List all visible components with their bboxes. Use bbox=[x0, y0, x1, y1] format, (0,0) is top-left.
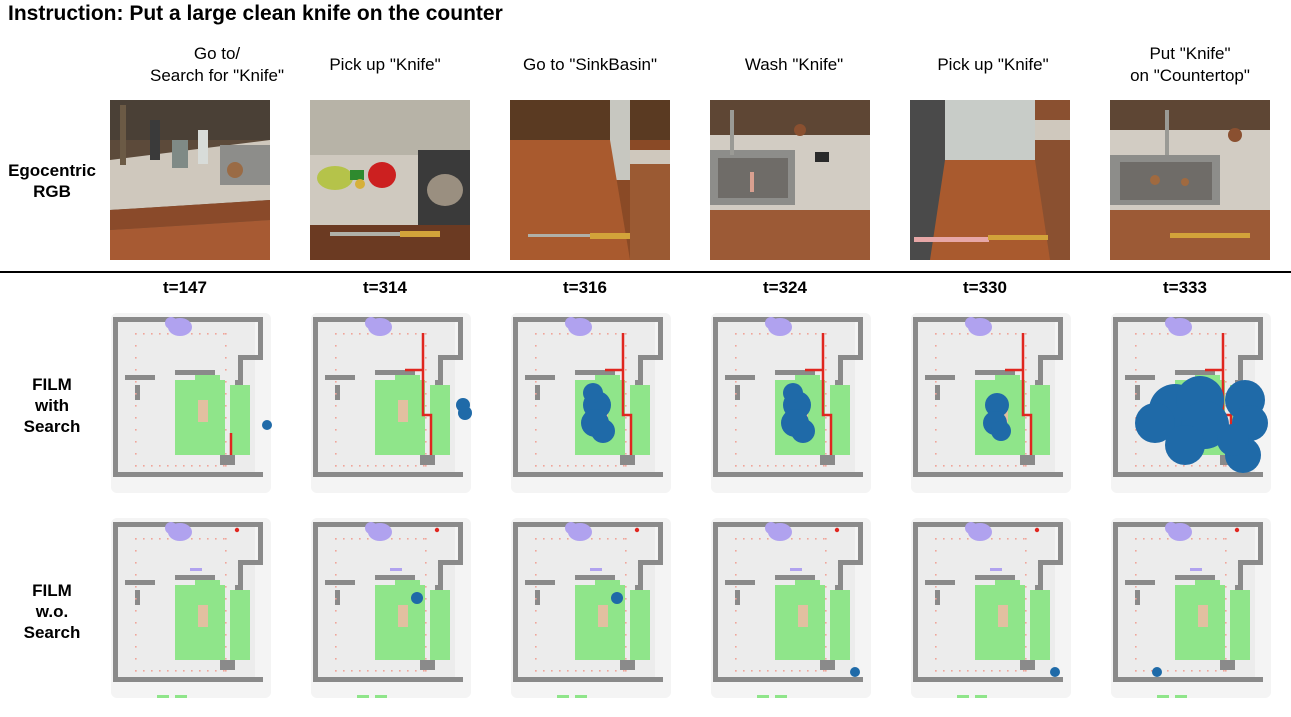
map-with-search-3 bbox=[505, 305, 685, 500]
rgb-frame-5 bbox=[910, 100, 1070, 260]
rgb-frame-4 bbox=[710, 100, 870, 260]
section-divider bbox=[0, 271, 1291, 273]
rgb-frame-1 bbox=[110, 100, 270, 260]
map-with-search-6 bbox=[1105, 305, 1285, 500]
time-label-5: t=330 bbox=[963, 278, 1007, 297]
step-label-1: Go to/Search for "Knife" bbox=[150, 44, 284, 85]
step-label-6: Put "Knife"on "Countertop" bbox=[1130, 44, 1250, 85]
time-label-6: t=333 bbox=[1163, 278, 1207, 297]
time-label-2: t=314 bbox=[363, 278, 407, 297]
rgb-frame-6 bbox=[1110, 100, 1270, 260]
step-label-5: Pick up "Knife" bbox=[937, 55, 1049, 74]
step-label-3: Go to "SinkBasin" bbox=[523, 55, 657, 74]
step-label-4: Wash "Knife" bbox=[744, 55, 844, 74]
map-without-search-1 bbox=[105, 510, 285, 705]
map-without-search-6 bbox=[1105, 510, 1285, 705]
time-label-4: t=324 bbox=[763, 278, 807, 297]
step-label-2: Pick up "Knife" bbox=[329, 55, 441, 74]
map-without-search-4 bbox=[705, 510, 885, 705]
rgb-frame-3 bbox=[510, 100, 670, 260]
map-with-search-2 bbox=[305, 305, 485, 500]
map-without-search-5 bbox=[905, 510, 1085, 705]
map-without-search-2 bbox=[305, 510, 485, 705]
map-with-search-4 bbox=[705, 305, 885, 500]
instruction-title: Instruction: Put a large clean knife on … bbox=[8, 2, 503, 25]
time-label-3: t=316 bbox=[563, 278, 607, 297]
map-with-search-5 bbox=[905, 305, 1085, 500]
time-label-1: t=147 bbox=[163, 278, 207, 297]
map-with-search-1 bbox=[105, 305, 285, 500]
map-without-search-3 bbox=[505, 510, 685, 705]
rgb-frame-2 bbox=[310, 100, 470, 260]
